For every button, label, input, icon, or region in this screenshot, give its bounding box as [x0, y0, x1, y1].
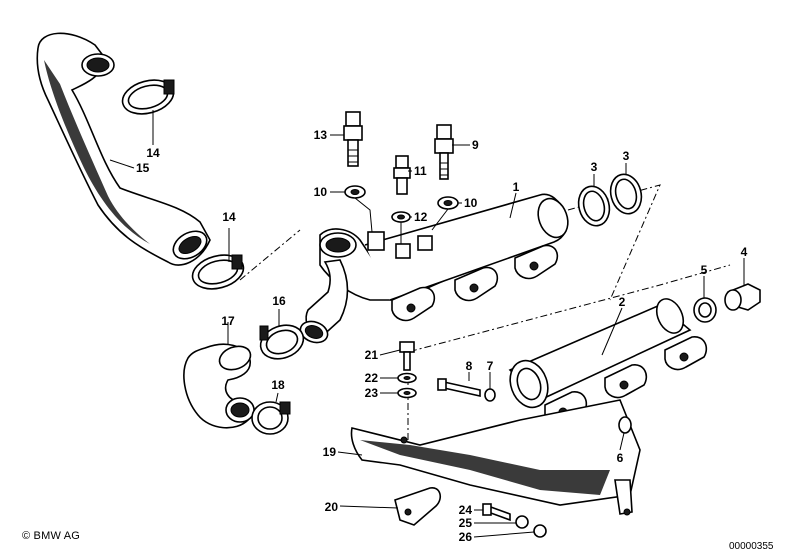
callout-4: 4 — [741, 245, 748, 259]
callout-22: 22 — [365, 371, 379, 385]
callout-24: 24 — [459, 503, 473, 517]
callout-11: 11 — [414, 164, 427, 178]
callout-23: 23 — [365, 386, 379, 400]
hose-15 — [36, 32, 211, 266]
coolant-pipe-2 — [407, 264, 731, 440]
bracket-20 — [394, 487, 442, 526]
callout-5: 5 — [701, 263, 708, 277]
leader-lines — [109, 110, 745, 538]
callout-25: 25 — [459, 516, 473, 530]
callout-19: 19 — [323, 445, 337, 459]
hose-clamp-14-middle — [191, 254, 245, 290]
bolt-21 — [399, 341, 415, 371]
callout-14-top: 14 — [146, 146, 160, 160]
callout-14-middle: 14 — [222, 210, 236, 224]
sealing-ring-10-left — [344, 185, 366, 199]
gasket-3-left — [577, 185, 611, 227]
callout-20: 20 — [325, 500, 339, 514]
callout-2: 2 — [619, 295, 626, 309]
temperature-sensor-9 — [434, 124, 454, 180]
callout-21: 21 — [365, 348, 379, 362]
washer-22 — [397, 372, 417, 384]
washer-23 — [397, 387, 417, 399]
bracket-19 — [350, 399, 641, 516]
sealing-ring-5 — [693, 297, 717, 323]
callout-9: 9 — [472, 138, 479, 152]
gasket-3-right — [609, 173, 643, 215]
callout-15: 15 — [136, 161, 150, 175]
callout-1: 1 — [513, 180, 520, 194]
clamp-16 — [259, 324, 305, 360]
bolt-24 — [482, 503, 511, 522]
callout-13: 13 — [314, 128, 328, 142]
callout-18: 18 — [271, 378, 285, 392]
callout-6: 6 — [617, 451, 624, 465]
callout-3-left: 3 — [591, 160, 598, 174]
callout-3-right: 3 — [623, 149, 630, 163]
sealing-ring-12 — [391, 211, 411, 223]
callout-12: 12 — [414, 210, 428, 224]
hose-clamp-14-top — [121, 79, 175, 115]
callout-10-right: 10 — [464, 196, 478, 210]
copyright-notice: © BMW AG — [22, 530, 80, 542]
callout-8: 8 — [466, 359, 473, 373]
washer-25 — [515, 515, 529, 529]
callout-labels: 1 2 3 3 4 5 6 7 8 9 10 10 11 12 13 14 14… — [136, 128, 748, 544]
elbow-hose-connector — [299, 259, 349, 344]
temperature-switch-11 — [393, 155, 411, 195]
sealing-ring-10-right — [437, 196, 459, 210]
screw-plug-4 — [724, 283, 761, 311]
callout-17: 17 — [221, 314, 235, 328]
temperature-sensor-13 — [343, 111, 363, 167]
clamp-18 — [251, 401, 291, 435]
washer-7 — [484, 388, 496, 402]
diagram-number: 00000355 — [729, 541, 774, 552]
hose-17 — [183, 343, 255, 429]
callout-7: 7 — [487, 359, 494, 373]
callout-10-left: 10 — [314, 185, 328, 199]
bolt-8 — [437, 378, 481, 397]
washer-26 — [533, 524, 547, 538]
callout-26: 26 — [459, 530, 473, 544]
callout-16: 16 — [272, 294, 286, 308]
